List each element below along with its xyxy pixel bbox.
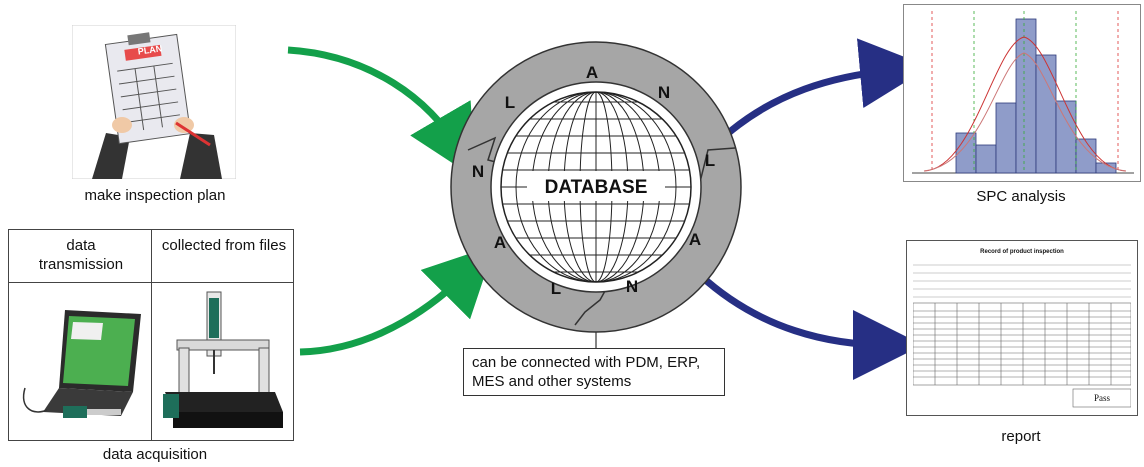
ring-letter: A	[586, 63, 598, 82]
ring-letter: A	[689, 230, 701, 249]
panel-divider-vertical	[151, 230, 152, 440]
report-table	[913, 264, 1131, 408]
spc-caption: SPC analysis	[976, 188, 1066, 205]
ring-letter: N	[626, 277, 638, 296]
arrow-plan-to-database	[287, 46, 476, 179]
integration-note: can be connected with PDM, ERP, MES and …	[463, 348, 725, 396]
panel-divider-horizontal	[9, 282, 293, 283]
arrow-acquisition-to-database	[299, 245, 495, 356]
cmm-machine-icon	[163, 291, 283, 428]
ring-letter: N	[658, 83, 670, 102]
data-acquisition-panel: data transmission collected from files	[8, 229, 294, 441]
ring-letter: N	[472, 162, 484, 181]
ring-letter: L	[505, 93, 515, 112]
ring-letter: L	[705, 151, 715, 170]
report-title: Record of product inspection	[980, 249, 1064, 255]
report-document: Record of product inspection Pass	[906, 240, 1138, 416]
arrow-database-to-report	[697, 272, 923, 380]
ring-letter: L	[551, 279, 561, 298]
data-acquisition-caption: data acquisition	[102, 446, 208, 463]
spc-histogram	[906, 7, 1138, 177]
report-stamp: Pass	[1093, 393, 1110, 403]
collected-from-files-label: collected from files	[161, 237, 287, 254]
plan-caption: make inspection plan	[84, 187, 226, 204]
spc-chart-panel	[903, 4, 1141, 182]
plan-illustration: PLAN	[71, 24, 237, 180]
report-caption: report	[1001, 428, 1041, 445]
ring-letter: A	[494, 233, 506, 252]
integration-note-text: can be connected with PDM, ERP, MES and …	[472, 354, 701, 390]
database-label: DATABASE	[545, 177, 648, 198]
laptop-icon	[22, 310, 141, 418]
data-transmission-label: data transmission	[38, 237, 124, 273]
arrow-database-to-spc	[709, 38, 930, 151]
database-label-bg	[527, 171, 665, 201]
